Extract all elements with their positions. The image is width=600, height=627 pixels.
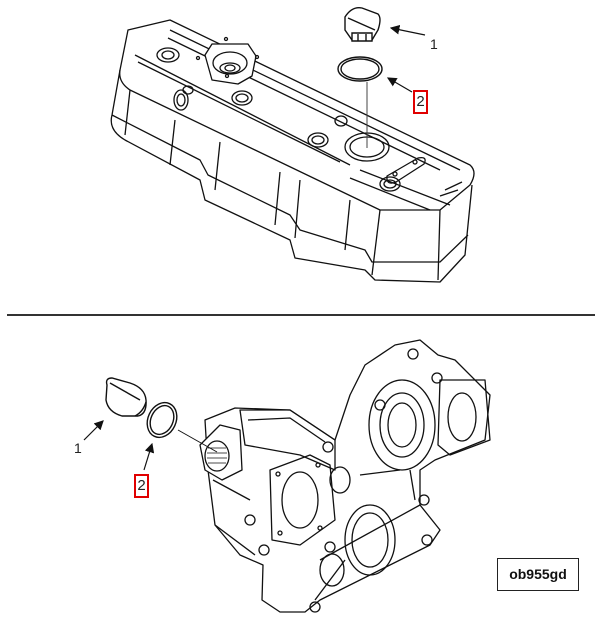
callout-2-arrow-top <box>386 77 413 93</box>
callout-1-bottom: 1 <box>74 440 82 456</box>
callout-2-top-highlighted[interactable]: 2 <box>413 90 428 114</box>
callout-2-arrow-bottom <box>143 442 155 471</box>
callout-1-arrow-top <box>389 24 426 36</box>
callout-1-arrow-bottom <box>83 420 104 441</box>
figure-id-label: ob955gd <box>497 558 579 591</box>
callout-1-top: 1 <box>430 36 438 52</box>
section-divider <box>7 314 595 316</box>
o-ring-bottom <box>146 401 178 439</box>
o-ring-top <box>337 56 383 82</box>
valve-cover-drawing <box>110 19 475 283</box>
oil-filler-cap-top <box>344 7 381 42</box>
callout-2-bottom-highlighted[interactable]: 2 <box>134 474 149 498</box>
oil-filler-cap-bottom <box>105 377 147 417</box>
gear-case-drawing <box>199 339 491 613</box>
assembly-guide-line <box>177 429 218 453</box>
